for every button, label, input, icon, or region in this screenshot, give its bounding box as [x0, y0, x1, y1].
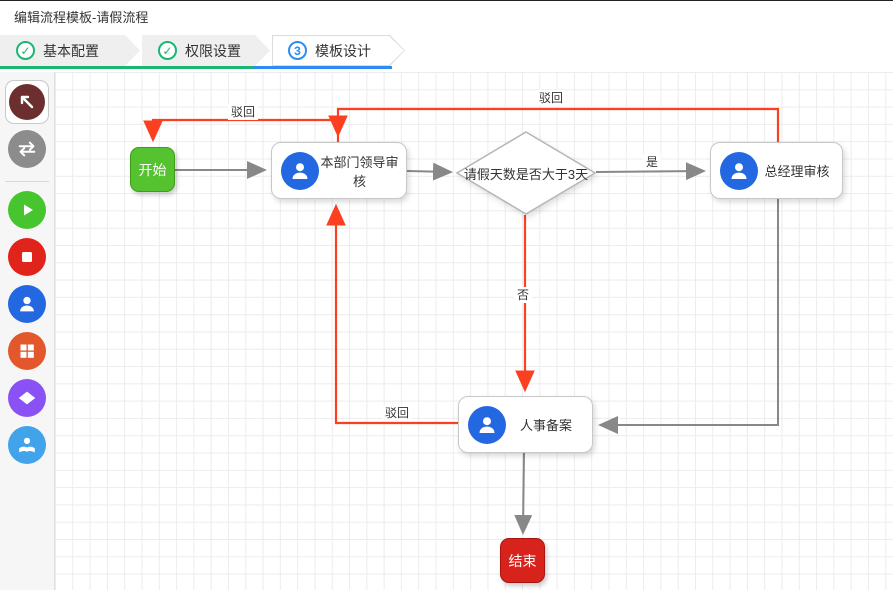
node-label: 结束: [508, 552, 537, 569]
person-icon: [20, 296, 34, 312]
node-label: 总经理审核: [764, 164, 830, 179]
tool-palette: [0, 72, 55, 590]
connect-tool[interactable]: [8, 130, 46, 168]
end-node-tool[interactable]: [8, 238, 46, 276]
node-label: 本部门领导审核: [320, 154, 399, 189]
select-tool[interactable]: [5, 80, 49, 124]
play-icon: [24, 204, 33, 216]
check-icon: ✓: [158, 41, 177, 60]
subflow-node-tool[interactable]: [8, 332, 46, 370]
steps-bar: ✓ 基本配置 ✓ 权限设置 3 模板设计: [0, 31, 893, 72]
swap-arrows-icon: [18, 141, 36, 157]
diamond-icon: [18, 391, 36, 405]
grid-icon: [20, 344, 34, 358]
start-node-tool[interactable]: [8, 191, 46, 229]
tab-basic-config[interactable]: ✓ 基本配置: [0, 35, 140, 66]
node-gm-review[interactable]: 总经理审核: [710, 142, 843, 199]
node-decision[interactable]: 请假天数是否大于3天: [455, 131, 597, 215]
edge-label-yes: 是: [642, 154, 662, 170]
edge-label-reject-hr: 驳回: [381, 405, 413, 421]
tab-template-design[interactable]: 3 模板设计: [272, 35, 405, 66]
tab-label: 基本配置: [43, 42, 99, 59]
decision-diamond-shape: [455, 131, 597, 215]
edge-label-reject-gm: 驳回: [535, 90, 567, 106]
stop-icon: [22, 252, 32, 262]
node-start[interactable]: 开始: [130, 147, 175, 192]
titlebar: 编辑流程模板-请假流程: [0, 1, 893, 31]
edge-label-reject-dept: 驳回: [227, 104, 259, 120]
tab-label: 权限设置: [185, 42, 241, 59]
person-icon: [720, 151, 758, 190]
node-label: 请假天数是否大于3天: [463, 166, 589, 182]
approver-node-tool[interactable]: [8, 285, 46, 323]
node-end[interactable]: 结束: [500, 538, 545, 583]
tab-permission-settings[interactable]: ✓ 权限设置: [142, 35, 270, 66]
person-icon: [468, 405, 506, 444]
node-label: 人事备案: [519, 418, 572, 433]
person-icon: [281, 151, 319, 190]
steps-underline-active: [253, 66, 392, 69]
decision-node-tool[interactable]: [8, 379, 46, 417]
person-reading-icon: [19, 437, 35, 453]
page-title: 编辑流程模板-请假流程: [14, 9, 149, 25]
node-dept-review[interactable]: 本部门领导审核: [271, 142, 407, 199]
node-label: 开始: [138, 161, 167, 178]
edge-label-no: 否: [513, 287, 533, 303]
cc-node-tool[interactable]: [8, 426, 46, 464]
toolbar-divider: [5, 181, 49, 182]
step-number-icon: 3: [288, 41, 307, 60]
check-icon: ✓: [16, 41, 35, 60]
steps-underline-done: [0, 66, 253, 69]
cursor-arrow-icon: [9, 84, 45, 120]
flow-canvas[interactable]: 驳回 驳回 驳回 是 否 开始 本部门领导审核 请假天数是否大于3天: [55, 72, 893, 590]
node-hr-record[interactable]: 人事备案: [458, 396, 593, 453]
tab-label: 模板设计: [315, 42, 371, 59]
